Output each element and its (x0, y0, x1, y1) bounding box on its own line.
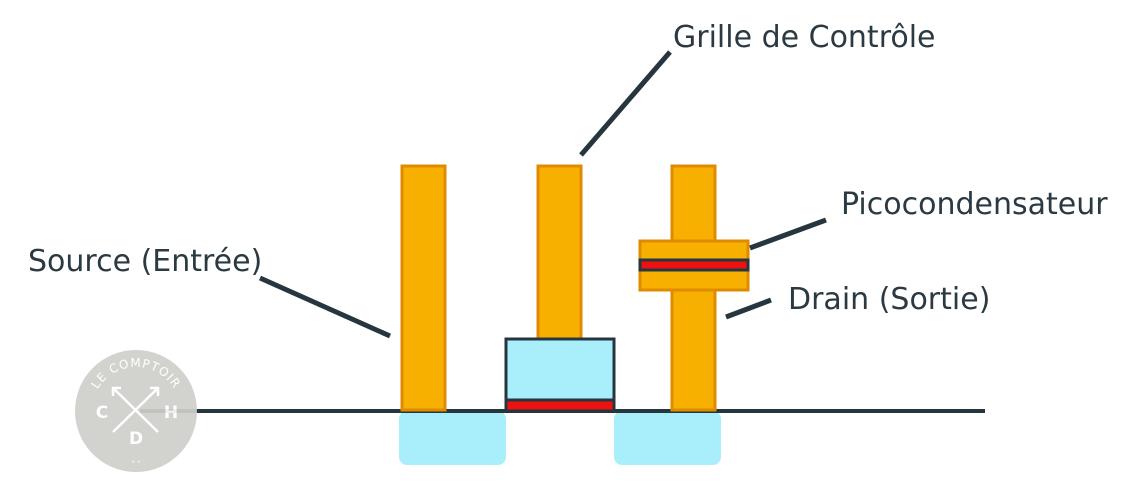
gate-pillar (536, 164, 583, 342)
capacitor-label: Picocondensateur (841, 187, 1108, 222)
capacitor-leader-line (749, 217, 827, 251)
source-label: Source (Entrée) (28, 244, 262, 279)
capacitor-bottom-plate (638, 268, 750, 292)
gate-label: Grille de Contrôle (673, 20, 936, 55)
source-pillar (400, 164, 447, 412)
gate-leader-line (579, 50, 672, 157)
watermark-dots: • • (132, 459, 141, 466)
source-well (399, 411, 506, 465)
watermark-logo: LE COMPTOIR C H D • • (75, 350, 197, 472)
gate-oxide-layer (504, 398, 616, 413)
watermark-letter-right: H (164, 403, 178, 423)
drain-label: Drain (Sortie) (788, 282, 990, 317)
capacitor-top-plate (638, 239, 750, 263)
watermark-letter-left: C (96, 403, 108, 423)
drain-leader-line (725, 297, 772, 320)
drain-well (614, 411, 721, 465)
capacitor-dielectric (638, 258, 750, 272)
crossed-arrows-icon (111, 386, 160, 433)
source-leader-line (258, 275, 392, 339)
watermark-letter-bottom: D (129, 429, 143, 449)
